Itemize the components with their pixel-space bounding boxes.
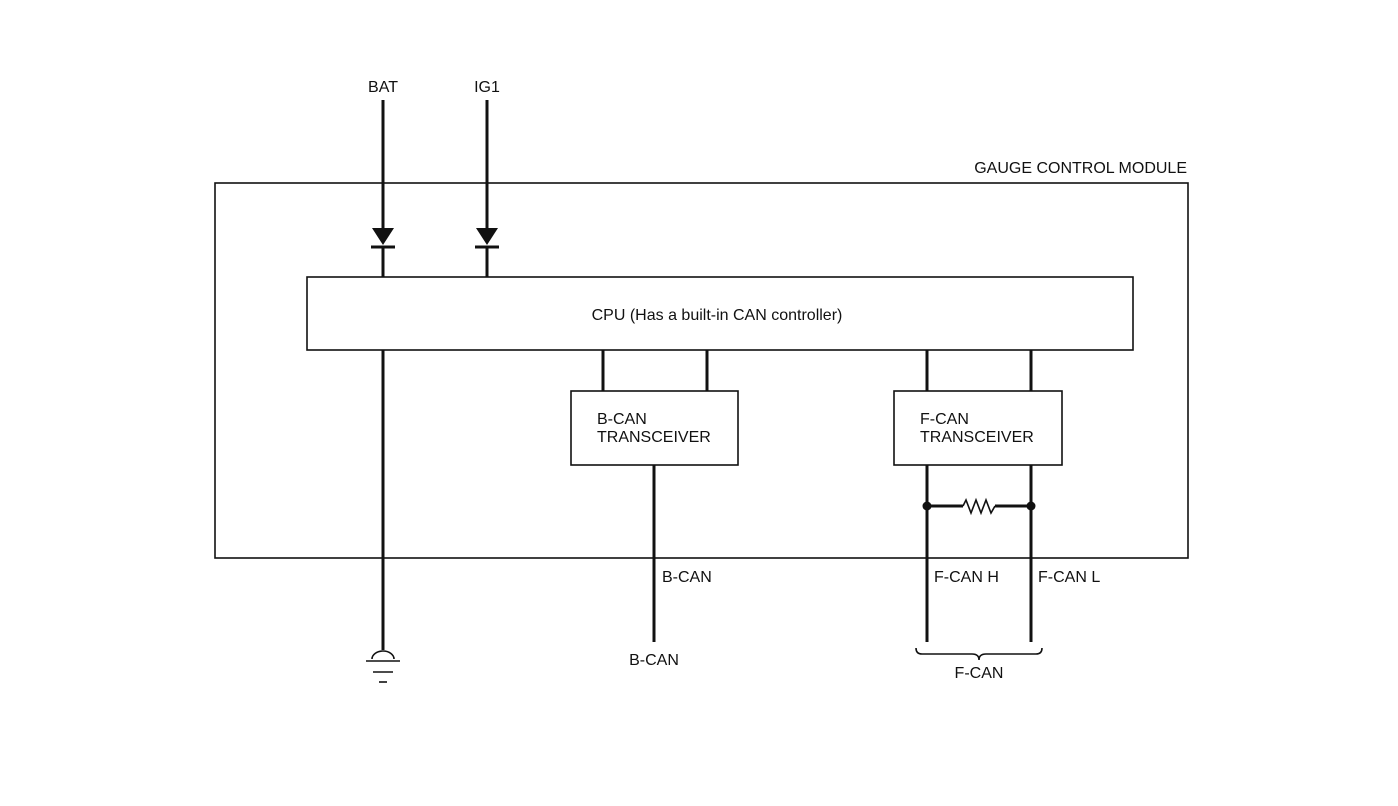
f-can-brace xyxy=(915,647,1043,661)
f-can-transceiver-line2: TRANSCEIVER xyxy=(920,429,1034,446)
resistor-icon xyxy=(927,497,1031,516)
gauge-control-module-box xyxy=(214,182,1189,559)
f-can-transceiver-box xyxy=(893,390,1063,466)
module-title: GAUGE CONTROL MODULE xyxy=(974,160,1187,177)
f-can-group-label: F-CAN xyxy=(955,665,1004,682)
ground-line xyxy=(366,350,400,683)
b-can-transceiver-line1: B-CAN xyxy=(597,411,647,428)
bat-label: BAT xyxy=(368,79,398,96)
ground-icon xyxy=(366,650,400,683)
junction-dot xyxy=(922,501,932,511)
b-can-inner-label: B-CAN xyxy=(662,569,712,586)
ig1-line xyxy=(475,100,499,278)
b-can-transceiver-line2: TRANSCEIVER xyxy=(597,429,711,446)
f-can-transceiver-line1: F-CAN xyxy=(920,411,969,428)
b-can-transceiver-box xyxy=(570,390,739,466)
f-can-h-label: F-CAN H xyxy=(934,569,999,586)
junction-dot xyxy=(1026,501,1036,511)
ig1-label: IG1 xyxy=(474,79,500,96)
b-can-outer-label: B-CAN xyxy=(629,652,679,669)
f-can-l-label: F-CAN L xyxy=(1038,569,1100,586)
cpu-label: CPU (Has a built-in CAN controller) xyxy=(592,307,843,324)
bat-line xyxy=(371,100,395,278)
cpu-block xyxy=(306,276,1134,351)
